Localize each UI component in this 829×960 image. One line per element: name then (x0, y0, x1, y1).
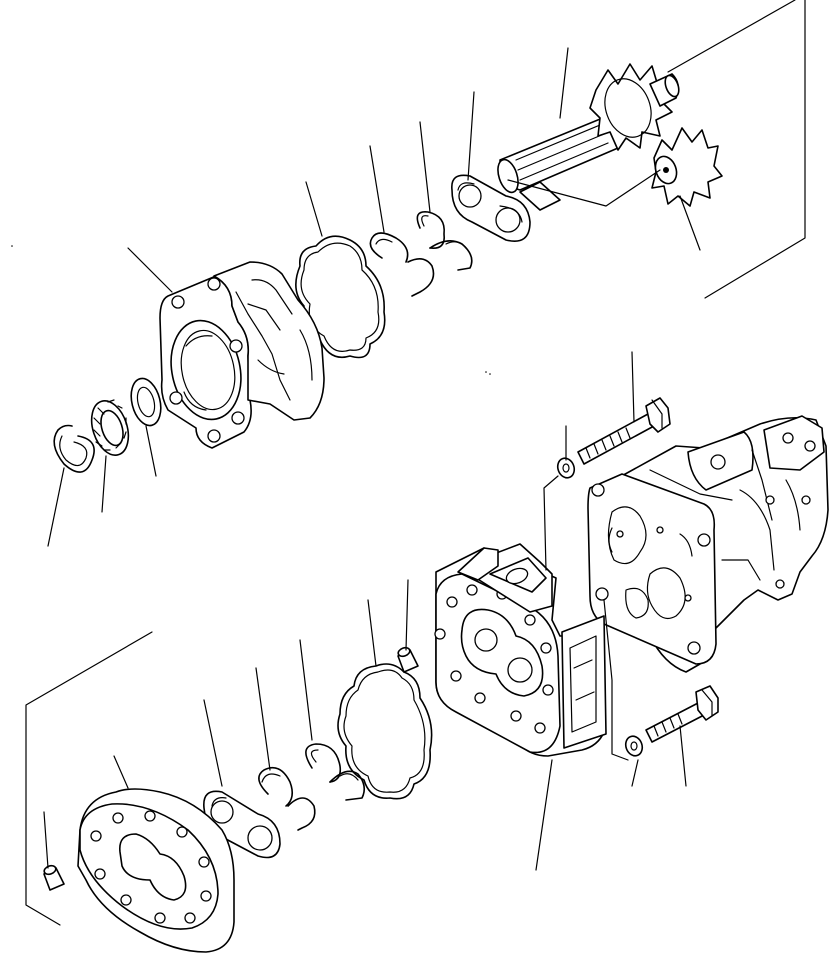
group-bracket-lower (25, 631, 153, 926)
bushing-plate-upper[interactable] (451, 174, 531, 242)
seal-ring-lower-small[interactable] (258, 766, 316, 831)
leader-lines (43, 47, 701, 871)
dowel-pin-lower[interactable] (43, 864, 65, 891)
end-cover-spacer[interactable] (77, 788, 235, 953)
needle-bearing[interactable] (85, 396, 135, 460)
group-bracket-upper (667, 0, 806, 299)
washer[interactable] (127, 375, 166, 428)
driven-gear[interactable] (651, 127, 723, 207)
seal-ring-upper-small[interactable] (369, 232, 435, 297)
bushing-plate-lower[interactable] (203, 790, 281, 859)
snap-ring[interactable] (53, 424, 95, 473)
seal-ring-lower-large[interactable] (305, 743, 366, 801)
washer-lower[interactable] (623, 734, 645, 758)
washer-upper[interactable] (555, 456, 577, 480)
gasket-lower[interactable] (337, 663, 433, 800)
ink-specks (11, 245, 491, 375)
front-cover-housing[interactable] (159, 261, 325, 449)
bolt-lower[interactable] (645, 685, 719, 743)
seal-ring-upper-large[interactable] (416, 211, 473, 271)
pump-body[interactable] (434, 543, 607, 757)
drive-shaft-gear[interactable] (494, 63, 681, 211)
bolt-upper[interactable] (577, 397, 671, 465)
rear-pump-assembly[interactable] (587, 415, 829, 673)
dowel-pin-upper[interactable] (397, 646, 419, 673)
